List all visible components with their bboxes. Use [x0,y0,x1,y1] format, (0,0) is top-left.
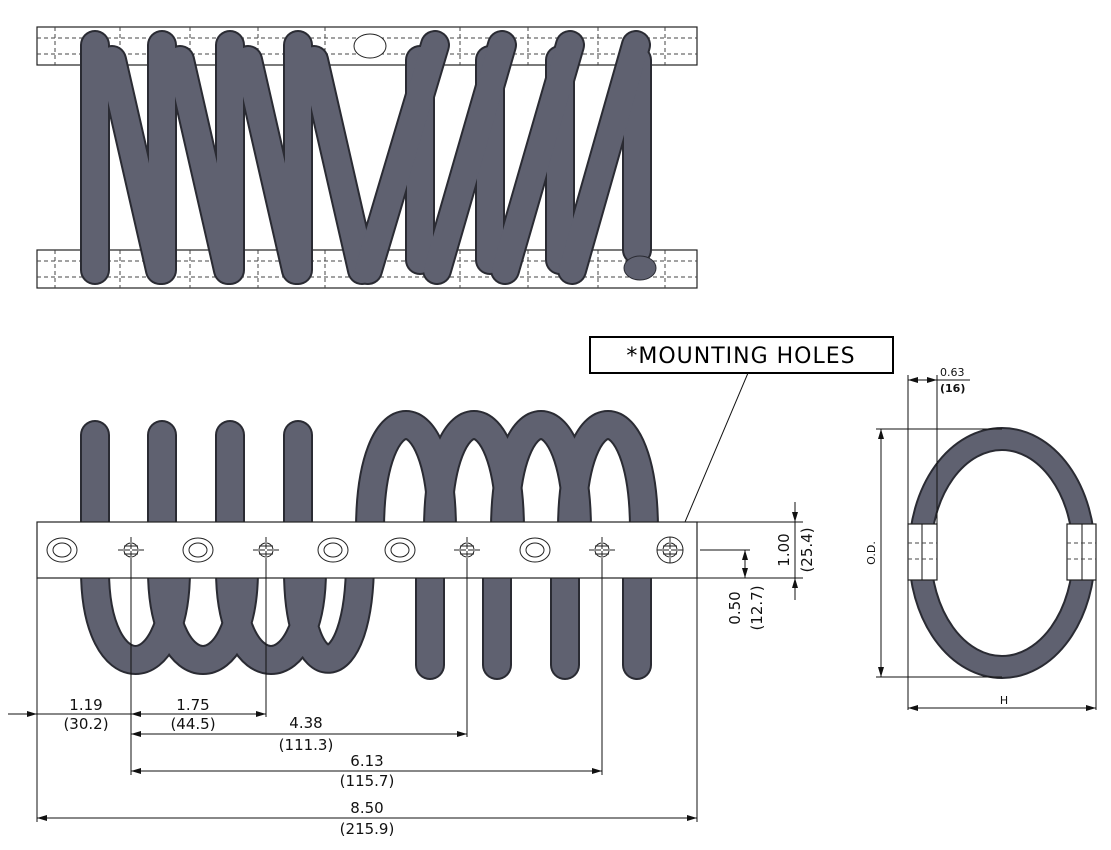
front-view-plate [36,521,698,579]
dim-1-mm: (30.2) [63,715,108,733]
outer-diameter-label: O.D. [865,541,878,565]
top-view-coils [80,30,657,285]
dim-4-inch: 6.13 [350,752,383,770]
plate-thickness-mm: (16) [940,382,965,395]
dim-4-mm: (115.7) [340,772,395,790]
dim-3-mm: (111.3) [279,736,334,754]
side-view: 0.63 (16) O.D. H [865,366,1097,711]
mounting-hole [118,537,144,563]
top-mounting-hole [353,33,387,59]
callout-box [589,336,894,374]
callout-leader-line [673,372,749,549]
mounting-hole [454,537,480,563]
plate-height-mm: (25.4) [798,527,816,572]
dim-5-mm: (215.9) [340,820,395,838]
plate-hole [384,537,416,563]
hole-offset-inch: 0.50 [726,591,744,624]
dim-2-inch: 1.75 [176,696,209,714]
top-view [36,26,698,289]
dim-1-inch: 1.19 [69,696,102,714]
front-view [36,410,698,680]
plate-height-inch: 1.00 [775,533,793,566]
callout-label: *MOUNTING HOLES [626,344,855,369]
plate-hole [46,537,78,563]
plate-holes [46,536,684,564]
mounting-hole [656,536,684,564]
front-dimensions: 1.19 (30.2) 1.75 (44.5) 4.38 (111.3) 6.1… [8,502,816,838]
dim-3-inch: 4.38 [289,714,322,732]
height-label: H [1000,694,1008,707]
dim-5-inch: 8.50 [350,799,383,817]
mounting-hole [589,537,615,563]
plate-hole [519,537,551,563]
coil-ring [910,429,1094,677]
plate-hole [317,537,349,563]
plate-thickness-inch: 0.63 [940,366,965,379]
mounting-hole [253,537,279,563]
plate-hole [182,537,214,563]
front-view-coils [80,410,659,680]
dim-2-mm: (44.5) [170,715,215,733]
mounting-holes-callout: *MOUNTING HOLES [589,336,894,549]
hole-offset-mm: (12.7) [748,585,766,630]
